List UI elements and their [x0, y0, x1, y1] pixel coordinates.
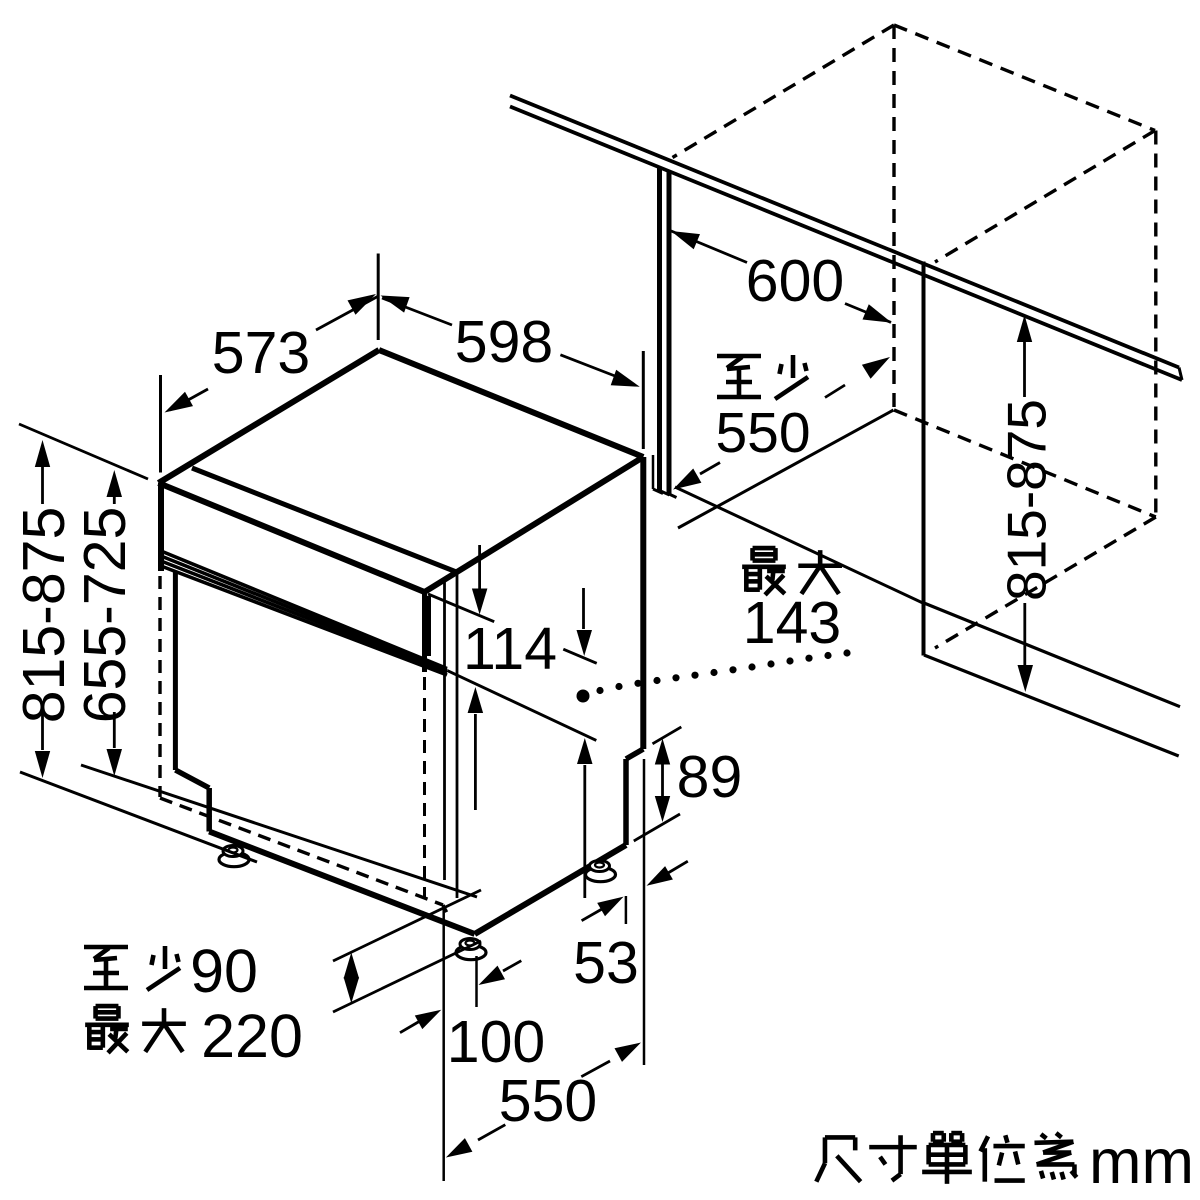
svg-text:53: 53 [573, 930, 639, 996]
svg-text:815-875: 815-875 [996, 399, 1058, 601]
svg-text:600: 600 [746, 248, 844, 314]
svg-text:100: 100 [447, 1009, 545, 1075]
svg-text:550: 550 [499, 1068, 597, 1134]
svg-text:114: 114 [463, 616, 557, 682]
svg-text:815-875: 815-875 [11, 507, 77, 724]
svg-text:655-725: 655-725 [72, 507, 138, 724]
svg-text:573: 573 [212, 320, 310, 386]
svg-text:143: 143 [743, 590, 841, 656]
svg-text:90: 90 [190, 937, 258, 1005]
svg-text:598: 598 [455, 309, 553, 375]
svg-text:mm: mm [1089, 1127, 1194, 1197]
svg-text:550: 550 [715, 401, 810, 465]
svg-text:220: 220 [201, 1002, 303, 1070]
svg-text:89: 89 [677, 744, 743, 810]
